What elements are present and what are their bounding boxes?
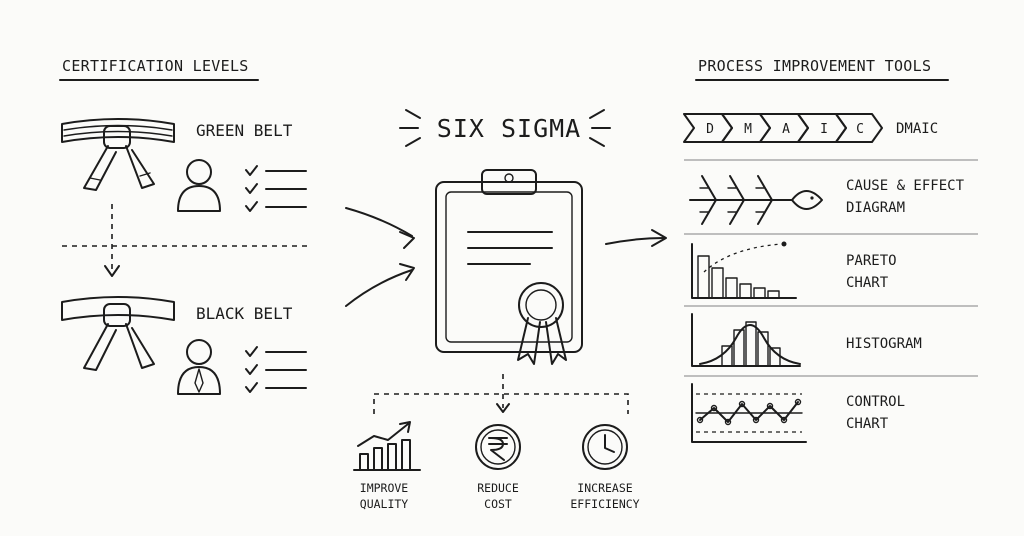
green-belt-icon [61, 118, 175, 191]
rupee-coin-icon [475, 424, 521, 470]
tools-section: PROCESS IMPROVEMENT TOOLS D M A I C DMAI… [683, 57, 978, 443]
dmaic-step-a: A [782, 122, 790, 137]
tool-dmaic-label: DMAIC [896, 121, 938, 137]
dmaic-step-d: D [706, 122, 714, 137]
benefit-3-line2: EFFICIENCY [570, 497, 639, 511]
six-sigma-title: SIX SIGMA [437, 114, 581, 143]
clipboard-certificate-icon [435, 169, 583, 365]
progression-arrowhead [104, 265, 120, 277]
tool-pareto-line1: PARETO [846, 253, 897, 269]
tools-heading: PROCESS IMPROVEMENT TOOLS [698, 57, 931, 75]
bar-chart-trend-icon [353, 421, 421, 471]
histogram-icon [691, 313, 801, 367]
benefit-1-line1: IMPROVE [360, 481, 409, 495]
pareto-chart-icon [691, 241, 797, 299]
tool-control-line2: CHART [846, 416, 889, 432]
checklist-icon [245, 346, 307, 393]
arrow-in-bottom [345, 269, 413, 307]
burst-marks [399, 109, 611, 147]
benefit-2-line1: REDUCE [477, 481, 519, 495]
certification-section: CERTIFICATION LEVELS GREEN BELT [59, 57, 310, 395]
arrow-out [605, 237, 665, 245]
dmaic-step-c: C [856, 122, 864, 137]
benefit-3-line1: INCREASE [577, 481, 632, 495]
benefit-1-line2: QUALITY [360, 497, 409, 511]
benefit-2-line2: COST [484, 497, 512, 511]
person-tie-icon [177, 339, 221, 395]
green-belt-label: GREEN BELT [196, 121, 293, 140]
dmaic-step-i: I [820, 122, 828, 137]
tool-cause-effect-line1: CAUSE & EFFECT [846, 178, 965, 194]
benefits-bracket [373, 393, 629, 414]
person-icon [177, 159, 221, 212]
center-section: SIX SIGMA [345, 109, 667, 511]
control-chart-icon [691, 383, 807, 443]
tool-control-line1: CONTROL [846, 394, 905, 410]
clock-icon [582, 424, 628, 470]
dmaic-chevrons: D M A I C [683, 113, 883, 143]
checklist-icon [245, 165, 307, 212]
tool-pareto-line2: CHART [846, 275, 889, 291]
fishbone-icon [689, 175, 823, 225]
tool-cause-effect-line2: DIAGRAM [846, 200, 905, 216]
black-belt-icon [61, 296, 175, 371]
dmaic-step-m: M [744, 122, 752, 137]
certification-heading: CERTIFICATION LEVELS [62, 57, 249, 75]
black-belt-label: BLACK BELT [196, 304, 293, 323]
tool-histogram-label: HISTOGRAM [846, 336, 922, 352]
arrow-in-top [345, 207, 413, 237]
